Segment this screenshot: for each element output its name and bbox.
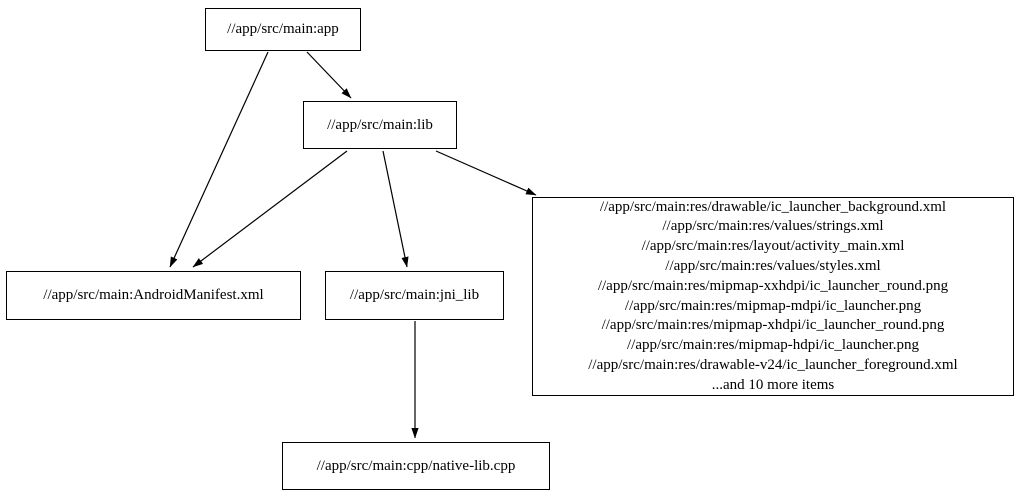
- node-jni-lib-label: //app/src/main:jni_lib: [349, 287, 480, 303]
- res-file-line: //app/src/main:res/drawable/ic_launcher_…: [599, 198, 947, 215]
- node-jni-lib: //app/src/main:jni_lib: [325, 271, 504, 320]
- node-android-manifest: //app/src/main:AndroidManifest.xml: [6, 271, 301, 320]
- node-native-lib-label: //app/src/main:cpp/native-lib.cpp: [316, 457, 516, 474]
- node-native-lib: //app/src/main:cpp/native-lib.cpp: [282, 442, 550, 490]
- res-file-line: //app/src/main:res/values/styles.xml: [665, 257, 881, 274]
- edge-app-to-lib: [306, 51, 352, 99]
- edge-lib-to-res-group: [435, 150, 537, 196]
- res-file-line: //app/src/main:res/layout/activity_main.…: [641, 238, 905, 255]
- res-file-line: //app/src/main:res/values/strings.xml: [662, 218, 884, 235]
- node-lib-label: //app/src/main:lib: [327, 116, 433, 133]
- res-file-more-items: ...and 10 more items: [711, 376, 835, 393]
- edge-lib-to-jni-lib: [382, 150, 409, 268]
- edge-app-to-manifest: [169, 51, 269, 268]
- node-lib: //app/src/main:lib: [303, 101, 457, 149]
- res-file-line: //app/src/main:res/mipmap-xhdpi/ic_launc…: [601, 317, 945, 334]
- node-res-file-group: //app/src/main:res/drawable/ic_launcher_…: [532, 197, 1014, 396]
- node-app: //app/src/main:app: [205, 8, 361, 51]
- edge-lib-to-manifest: [192, 150, 348, 268]
- res-file-line: //app/src/main:res/mipmap-hdpi/ic_launch…: [626, 337, 919, 354]
- node-app-label: //app/src/main:app: [227, 21, 339, 37]
- res-file-line: //app/src/main:res/drawable-v24/ic_launc…: [588, 356, 958, 373]
- node-android-manifest-label: //app/src/main:AndroidManifest.xml: [43, 287, 264, 303]
- res-file-line: //app/src/main:res/mipmap-mdpi/ic_launch…: [624, 297, 922, 314]
- res-file-line: //app/src/main:res/mipmap-xxhdpi/ic_laun…: [597, 277, 949, 294]
